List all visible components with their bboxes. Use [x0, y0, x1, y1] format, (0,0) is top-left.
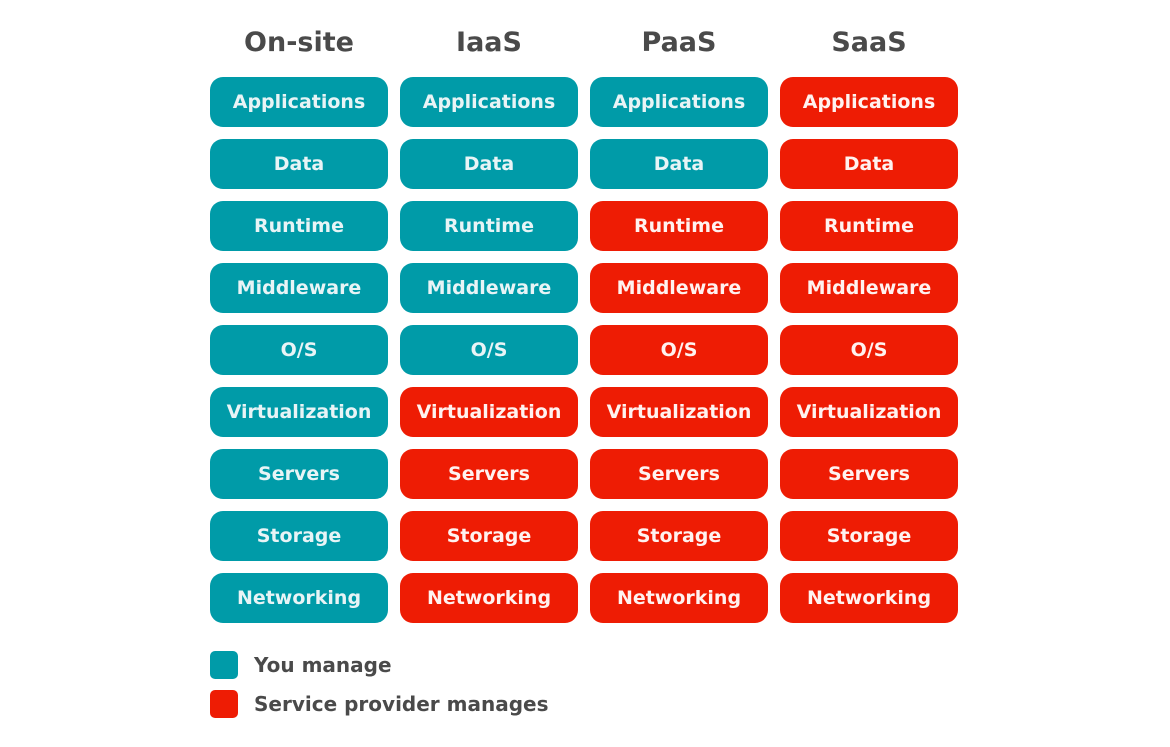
legend-label: Service provider manages — [254, 692, 549, 716]
service-model-grid: On-site Applications Data Runtime Middle… — [210, 22, 958, 635]
column-header: SaaS — [831, 26, 907, 58]
column-paas: PaaS Applications Data Runtime Middlewar… — [590, 22, 768, 635]
layer-servers: Servers — [210, 449, 388, 499]
layer-storage: Storage — [590, 511, 768, 561]
layer-applications: Applications — [780, 77, 958, 127]
layer-runtime: Runtime — [780, 201, 958, 251]
layer-servers: Servers — [400, 449, 578, 499]
layer-middleware: Middleware — [590, 263, 768, 313]
layer-networking: Networking — [210, 573, 388, 623]
column-header: IaaS — [456, 26, 522, 58]
layer-data: Data — [590, 139, 768, 189]
layer-applications: Applications — [590, 77, 768, 127]
layer-middleware: Middleware — [780, 263, 958, 313]
layer-servers: Servers — [780, 449, 958, 499]
legend: You manage Service provider manages — [210, 650, 548, 728]
layer-data: Data — [210, 139, 388, 189]
legend-item-provider-manages: Service provider manages — [210, 689, 548, 719]
layer-storage: Storage — [780, 511, 958, 561]
layer-middleware: Middleware — [400, 263, 578, 313]
layer-networking: Networking — [780, 573, 958, 623]
layer-data: Data — [400, 139, 578, 189]
layer-runtime: Runtime — [400, 201, 578, 251]
legend-label: You manage — [254, 653, 392, 677]
layer-applications: Applications — [400, 77, 578, 127]
layer-virtualization: Virtualization — [590, 387, 768, 437]
layer-networking: Networking — [400, 573, 578, 623]
layer-servers: Servers — [590, 449, 768, 499]
layer-virtualization: Virtualization — [400, 387, 578, 437]
layer-os: O/S — [400, 325, 578, 375]
column-iaas: IaaS Applications Data Runtime Middlewar… — [400, 22, 578, 635]
layer-runtime: Runtime — [590, 201, 768, 251]
legend-item-you-manage: You manage — [210, 650, 548, 680]
column-header: On-site — [244, 26, 354, 58]
layer-virtualization: Virtualization — [210, 387, 388, 437]
layer-applications: Applications — [210, 77, 388, 127]
layer-networking: Networking — [590, 573, 768, 623]
column-saas: SaaS Applications Data Runtime Middlewar… — [780, 22, 958, 635]
layer-data: Data — [780, 139, 958, 189]
layer-storage: Storage — [400, 511, 578, 561]
layer-os: O/S — [780, 325, 958, 375]
layer-storage: Storage — [210, 511, 388, 561]
column-on-site: On-site Applications Data Runtime Middle… — [210, 22, 388, 635]
column-header: PaaS — [641, 26, 717, 58]
legend-swatch-red — [210, 690, 238, 718]
layer-middleware: Middleware — [210, 263, 388, 313]
layer-os: O/S — [210, 325, 388, 375]
layer-os: O/S — [590, 325, 768, 375]
layer-runtime: Runtime — [210, 201, 388, 251]
legend-swatch-teal — [210, 651, 238, 679]
layer-virtualization: Virtualization — [780, 387, 958, 437]
